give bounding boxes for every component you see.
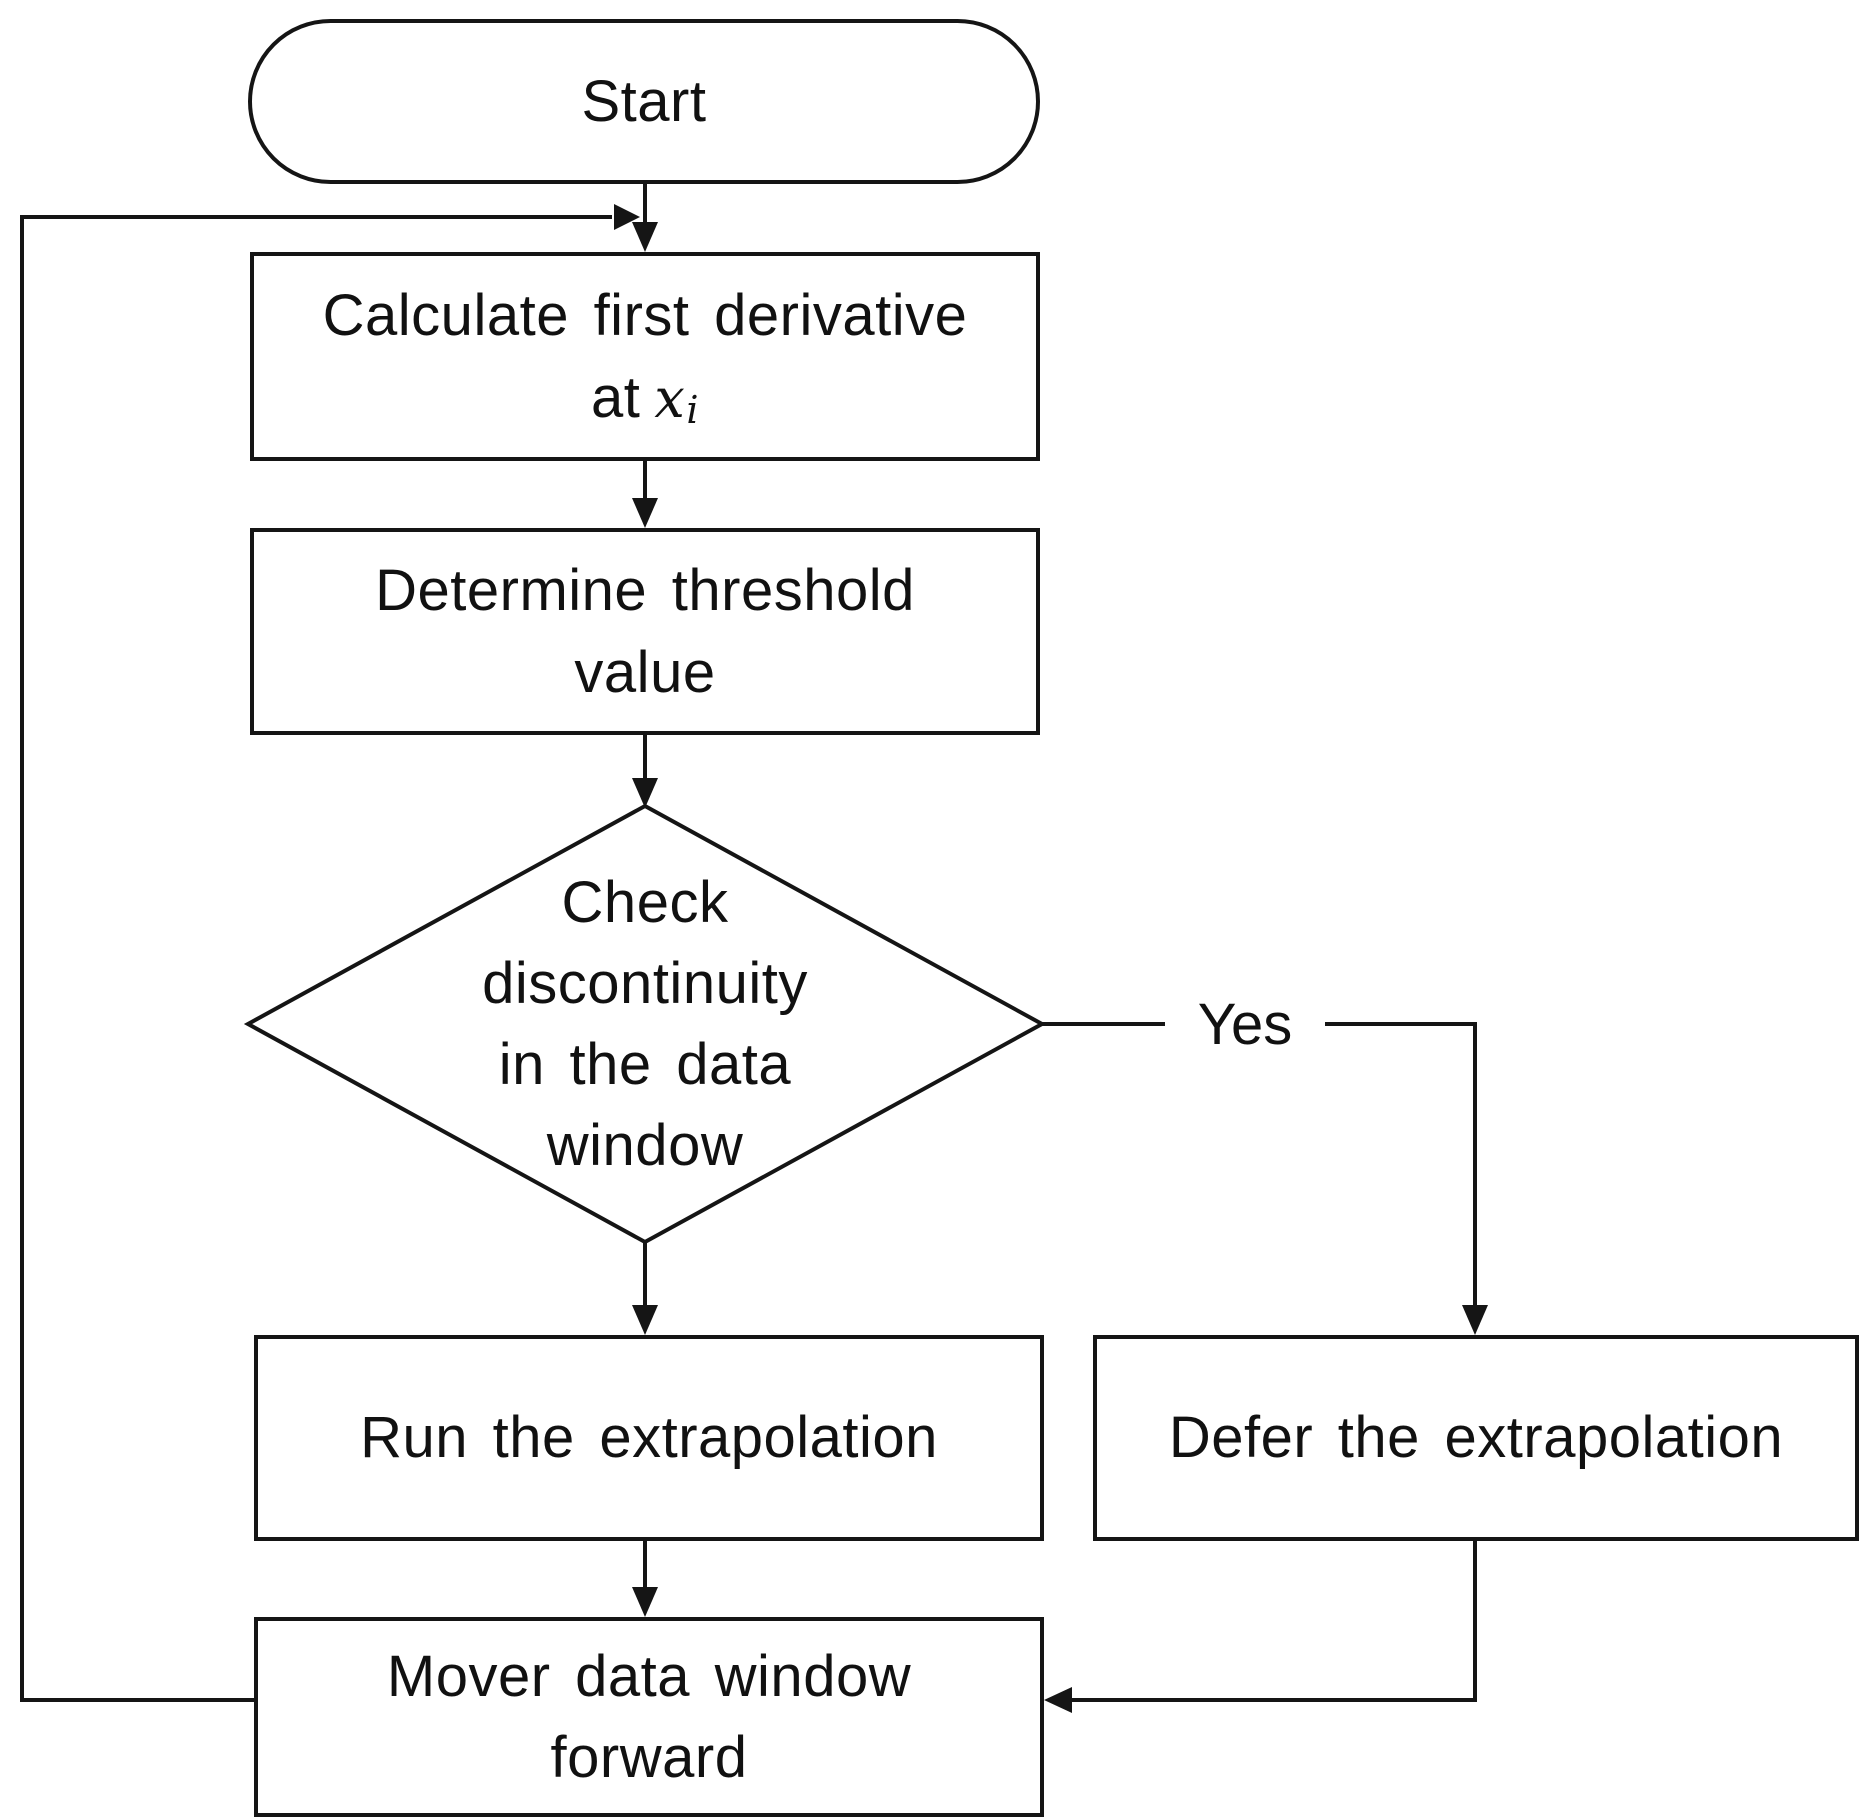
check-discontinuity-node: Check discontinuity in the data window bbox=[420, 858, 870, 1190]
determine-threshold-node: Determine threshold value bbox=[250, 528, 1040, 735]
arrowhead-left bbox=[1044, 1687, 1072, 1713]
calculate-line2-prefix: at bbox=[591, 364, 641, 430]
start-to-calculate-arrow bbox=[632, 184, 658, 252]
arrowhead-down bbox=[632, 1305, 658, 1335]
move-line2: forward bbox=[550, 1725, 748, 1790]
move-line1: Mover data window bbox=[386, 1643, 912, 1709]
decision-line3: in the data bbox=[498, 1032, 792, 1097]
defer-to-move-arrow bbox=[1044, 1541, 1477, 1713]
arrowhead-down bbox=[1462, 1305, 1488, 1335]
decision-to-run-arrow bbox=[632, 1242, 658, 1335]
arrowhead-right bbox=[614, 204, 640, 230]
defer-extrapolation-node: Defer the extrapolation bbox=[1093, 1335, 1859, 1541]
run-to-move-arrow bbox=[632, 1541, 658, 1617]
decision-line1: Check bbox=[561, 869, 729, 935]
run-label: Run the extrapolation bbox=[360, 1405, 938, 1471]
arrow-shaft bbox=[1072, 1541, 1477, 1702]
defer-label: Defer the extrapolation bbox=[1168, 1405, 1784, 1471]
loopback-arrow bbox=[20, 204, 640, 1702]
threshold-line1: Determine threshold bbox=[375, 558, 915, 624]
calculate-line1: Calculate first derivative bbox=[322, 283, 968, 349]
arrow-shaft bbox=[20, 215, 612, 1702]
run-extrapolation-node: Run the extrapolation bbox=[254, 1335, 1044, 1541]
arrow-shaft bbox=[1042, 1022, 1477, 1307]
start-label: Start bbox=[581, 68, 707, 134]
move-window-node: Mover data window forward bbox=[254, 1617, 1044, 1817]
calculate-line2-variable: x bbox=[654, 366, 686, 430]
calculate-line2-subscript: i bbox=[686, 387, 699, 432]
threshold-to-decision-arrow bbox=[632, 735, 658, 808]
decision-line4: window bbox=[546, 1113, 744, 1179]
decision-line2: discontinuity bbox=[482, 950, 808, 1016]
calculate-to-threshold-arrow bbox=[632, 461, 658, 528]
arrowhead-down bbox=[632, 222, 658, 252]
yes-branch-arrow bbox=[1042, 1022, 1488, 1335]
arrowhead-down bbox=[632, 778, 658, 808]
arrowhead-down bbox=[632, 498, 658, 528]
yes-branch-label: Yes bbox=[1165, 986, 1325, 1062]
arrowhead-down bbox=[632, 1587, 658, 1617]
start-node: Start bbox=[248, 19, 1040, 184]
threshold-line2: value bbox=[574, 639, 716, 705]
